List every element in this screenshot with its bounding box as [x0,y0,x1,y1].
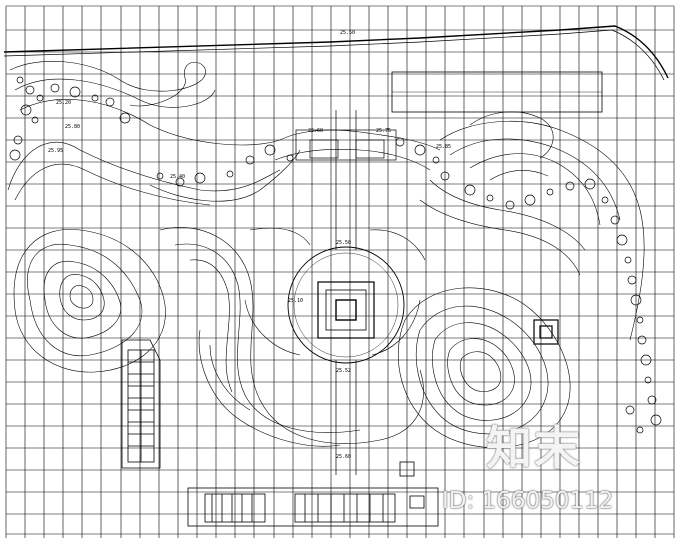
tree-symbol [194,172,206,184]
tree-symbol [625,405,635,415]
tree-symbol [486,194,494,202]
central-plaza-circle [287,246,405,364]
tree-symbol [584,178,596,190]
tree-symbol [395,137,405,147]
tree-symbol [119,112,131,124]
tree-symbol [414,144,426,156]
tree-symbol [440,171,450,181]
tree-symbols [9,76,662,434]
tree-symbol [464,184,476,196]
tree-symbol [156,172,164,180]
elev-label: 25.20 [56,100,71,106]
watermark-id: ID: 166050112 [442,488,614,514]
tree-symbol [644,376,652,384]
elev-label: 25.95 [48,148,63,154]
tree-symbol [25,85,35,95]
tree-symbol [601,196,609,204]
elev-label: 25.60 [336,454,351,460]
tree-symbol [432,156,440,164]
survey-grid [5,5,675,538]
site-boundary-road [3,25,669,79]
tree-symbol [546,188,554,196]
elev-label: 25.80 [65,124,80,130]
tree-symbol [616,234,628,246]
tree-symbol [630,294,642,306]
tree-symbol [175,177,185,187]
tree-symbol [91,94,99,102]
watermark-brand: 知末 [486,421,582,475]
tree-symbol [565,181,575,191]
central-axis-walkway [295,110,397,475]
elev-label: 25.75 [376,128,391,134]
tree-symbol [245,155,255,165]
tree-symbol [226,170,234,178]
tree-symbol [16,76,24,84]
pavilion-square [317,281,375,339]
elev-label: 25.52 [336,368,351,374]
tree-symbol [637,335,647,345]
tree-symbol [640,354,652,366]
tree-symbol [9,149,21,161]
tree-symbol [610,215,620,225]
tree-symbol [505,200,515,210]
tree-symbol [524,194,536,206]
tree-symbol [31,116,39,124]
tree-symbol [627,275,637,285]
tree-symbol [20,104,32,116]
contour-lines [7,61,645,448]
right-small-pavilion [533,319,559,345]
tree-symbol [50,83,60,93]
tree-symbol [636,316,644,324]
tree-symbol [36,94,44,102]
tree-symbol [647,395,657,405]
elev-label: 25.50 [336,240,351,246]
tree-symbol [13,135,23,145]
elevation-labels: 25.50 25.95 25.80 25.20 25.85 25.10 25.5… [48,30,451,460]
tree-symbol [286,154,294,162]
elev-label: 25.10 [288,298,303,304]
bottom-pergolas [187,461,439,527]
left-pergola [121,339,161,469]
elev-label: 25.60 [308,128,323,134]
pavilion-core [335,299,357,321]
elev-label: 25.50 [340,30,355,36]
elev-label: 25.40 [170,174,185,180]
tree-symbol [105,97,115,107]
tree-symbol [650,414,662,426]
elev-label: 25.85 [436,144,451,150]
tree-symbol [624,256,632,264]
tree-symbol [264,144,276,156]
tree-symbol [69,86,81,98]
site-boundary-road-inner [3,29,665,81]
central-plaza-inner [293,252,399,358]
tree-symbol [636,426,644,434]
pavilion-inner [325,289,367,331]
